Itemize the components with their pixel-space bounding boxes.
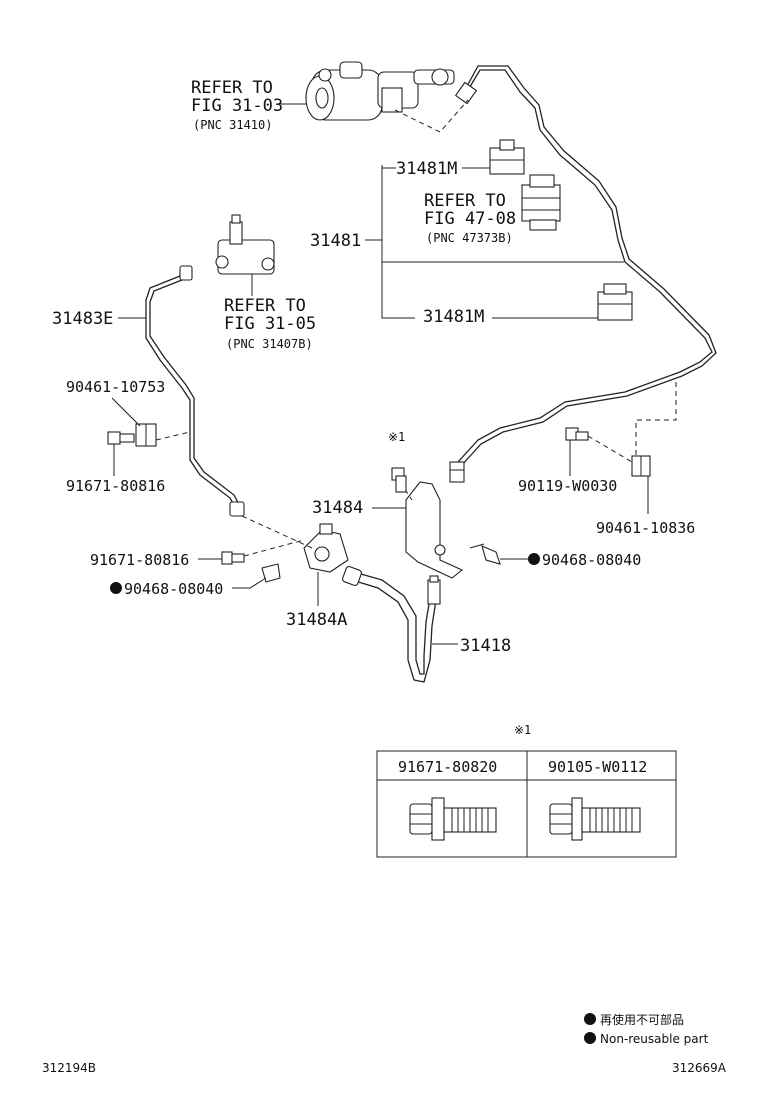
bolt-note-1 xyxy=(391,467,407,493)
clip-90461-10836 xyxy=(631,455,651,477)
label-90461-10836: 90461-10836 xyxy=(596,519,695,537)
bolt-91671-80816-lower xyxy=(221,551,245,565)
clamp-31481M-bottom xyxy=(597,283,633,321)
refer-fig-47-08-line1: REFER TO xyxy=(424,191,506,211)
footer-code-left: 312194B xyxy=(42,1061,96,1075)
bolt-90119-W0030 xyxy=(565,427,589,441)
label-31484A: 31484A xyxy=(286,610,347,630)
pipe-union-fig-31-05 xyxy=(215,214,275,275)
label-31484: 31484 xyxy=(312,498,363,518)
clip-90468-08040-right xyxy=(469,543,501,565)
refer-fig-31-03-line2: FIG 31-03 xyxy=(191,96,283,116)
legend-dot-2 xyxy=(584,1032,596,1044)
non-reusable-marker-left xyxy=(110,582,122,594)
refer-fig-31-05-line3: (PNC 31407B) xyxy=(226,337,313,351)
label-90461-10753: 90461-10753 xyxy=(66,378,165,396)
legend-dot-1 xyxy=(584,1013,596,1025)
label-91671-80816-upper: 91671-80816 xyxy=(66,477,165,495)
bolt-91671-80816-upper xyxy=(107,431,135,445)
bolt-90105-W0112-drawing xyxy=(549,797,641,841)
clutch-pipe-31483E xyxy=(145,273,239,513)
clip-90461-10753 xyxy=(135,423,157,447)
clutch-pipe-upper xyxy=(455,69,713,483)
label-31481M-top: 31481M xyxy=(396,159,457,179)
table-note-mark: ※1 xyxy=(514,723,531,737)
clutch-master-cylinder xyxy=(305,61,455,121)
hose-end-right xyxy=(427,579,441,605)
bracket-31484A xyxy=(303,523,349,573)
refer-fig-31-05-line2: FIG 31-05 xyxy=(224,314,316,334)
label-90468-08040-left: 90468-08040 xyxy=(124,580,223,598)
pipe-nut-bottom-left xyxy=(229,501,245,517)
clamp-31481M-top xyxy=(489,139,525,175)
refer-fig-47-08-line3: (PNC 47373B) xyxy=(426,231,513,245)
refer-fig-47-08-line2: FIG 47-08 xyxy=(424,209,516,229)
hose-end-left xyxy=(342,566,362,586)
clamp-fig-47-08 xyxy=(521,174,561,231)
table-header-90105-W0112: 90105-W0112 xyxy=(548,758,647,776)
label-90468-08040-right: 90468-08040 xyxy=(542,551,641,569)
table-header-91671-80820: 91671-80820 xyxy=(398,758,497,776)
leader-31481 xyxy=(381,165,415,319)
note-mark-bolt: ※1 xyxy=(388,430,405,444)
pipe-nut-top-left xyxy=(179,265,193,281)
refer-fig-31-03-line1: REFER TO xyxy=(191,78,273,98)
clip-90468-08040-left xyxy=(261,563,281,583)
bracket-31484 xyxy=(405,481,464,579)
label-91671-80816-lower: 91671-80816 xyxy=(90,551,189,569)
refer-fig-31-05-line1: REFER TO xyxy=(224,296,306,316)
pipe-fitting-center xyxy=(449,461,465,483)
label-31483E: 31483E xyxy=(52,309,113,329)
label-31418: 31418 xyxy=(460,636,511,656)
footer-code-right: 312669A xyxy=(672,1061,727,1075)
label-31481: 31481 xyxy=(310,231,361,251)
pipe-fitting-top xyxy=(454,81,478,105)
legend-non-reusable-en: Non-reusable part xyxy=(600,1032,709,1046)
label-90119-W0030: 90119-W0030 xyxy=(518,477,617,495)
flexible-hose-31418 xyxy=(351,579,437,683)
refer-fig-31-03-line3: (PNC 31410) xyxy=(193,118,272,132)
legend-non-reusable-jp: 再使用不可部品 xyxy=(600,1012,684,1027)
label-31481M-bottom: 31481M xyxy=(423,307,484,327)
bolt-variants-table xyxy=(376,750,677,858)
bolt-91671-80820-drawing xyxy=(409,797,497,841)
non-reusable-marker-right xyxy=(528,553,540,565)
